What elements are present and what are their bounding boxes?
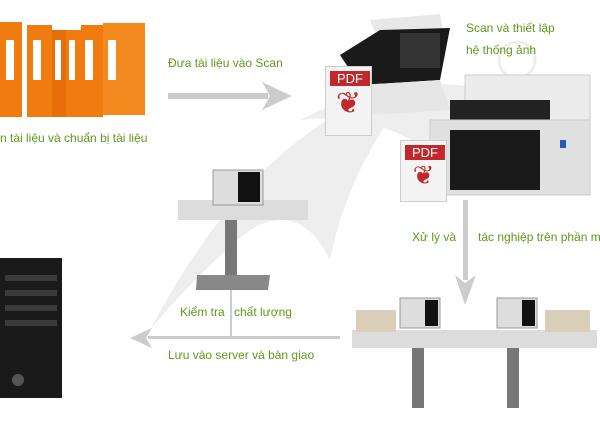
acrobat-icon: ❦ <box>412 160 435 190</box>
qc-workstation-image <box>178 169 308 290</box>
step-scan-label-1: Scan và thiết lập <box>466 21 555 35</box>
binders-image <box>0 22 145 117</box>
arrow-right <box>168 82 292 110</box>
desktop-scanner-image <box>340 14 450 115</box>
step-feed-label: Đưa tài liệu vào Scan <box>168 56 283 70</box>
acrobat-icon: ❦ <box>335 87 362 120</box>
arrow-down <box>455 200 476 305</box>
pdf-icon-2: PDF ❦ <box>400 140 447 202</box>
pdf-label: PDF <box>330 71 370 86</box>
processing-workstations-image <box>352 297 597 408</box>
pdf-label: PDF <box>405 145 445 160</box>
step-prepare-label: n tài liệu và chuẩn bị tài liệu <box>0 131 148 145</box>
step-check-label-a: Kiểm tra <box>180 305 225 319</box>
server-image <box>0 258 62 398</box>
step-process-label-b: tác nghiệp trên phần mề <box>478 230 600 244</box>
step-store-label: Lưu vào server và bàn giao <box>168 348 315 362</box>
step-process-label-a: Xử lý và <box>412 230 457 244</box>
pdf-icon: PDF ❦ <box>325 66 372 136</box>
production-scanner-image <box>429 74 591 196</box>
store-arrow <box>130 290 340 348</box>
step-check-label-b: chất lượng <box>234 305 292 319</box>
step-scan-label-2: hệ thống ảnh <box>466 43 537 57</box>
